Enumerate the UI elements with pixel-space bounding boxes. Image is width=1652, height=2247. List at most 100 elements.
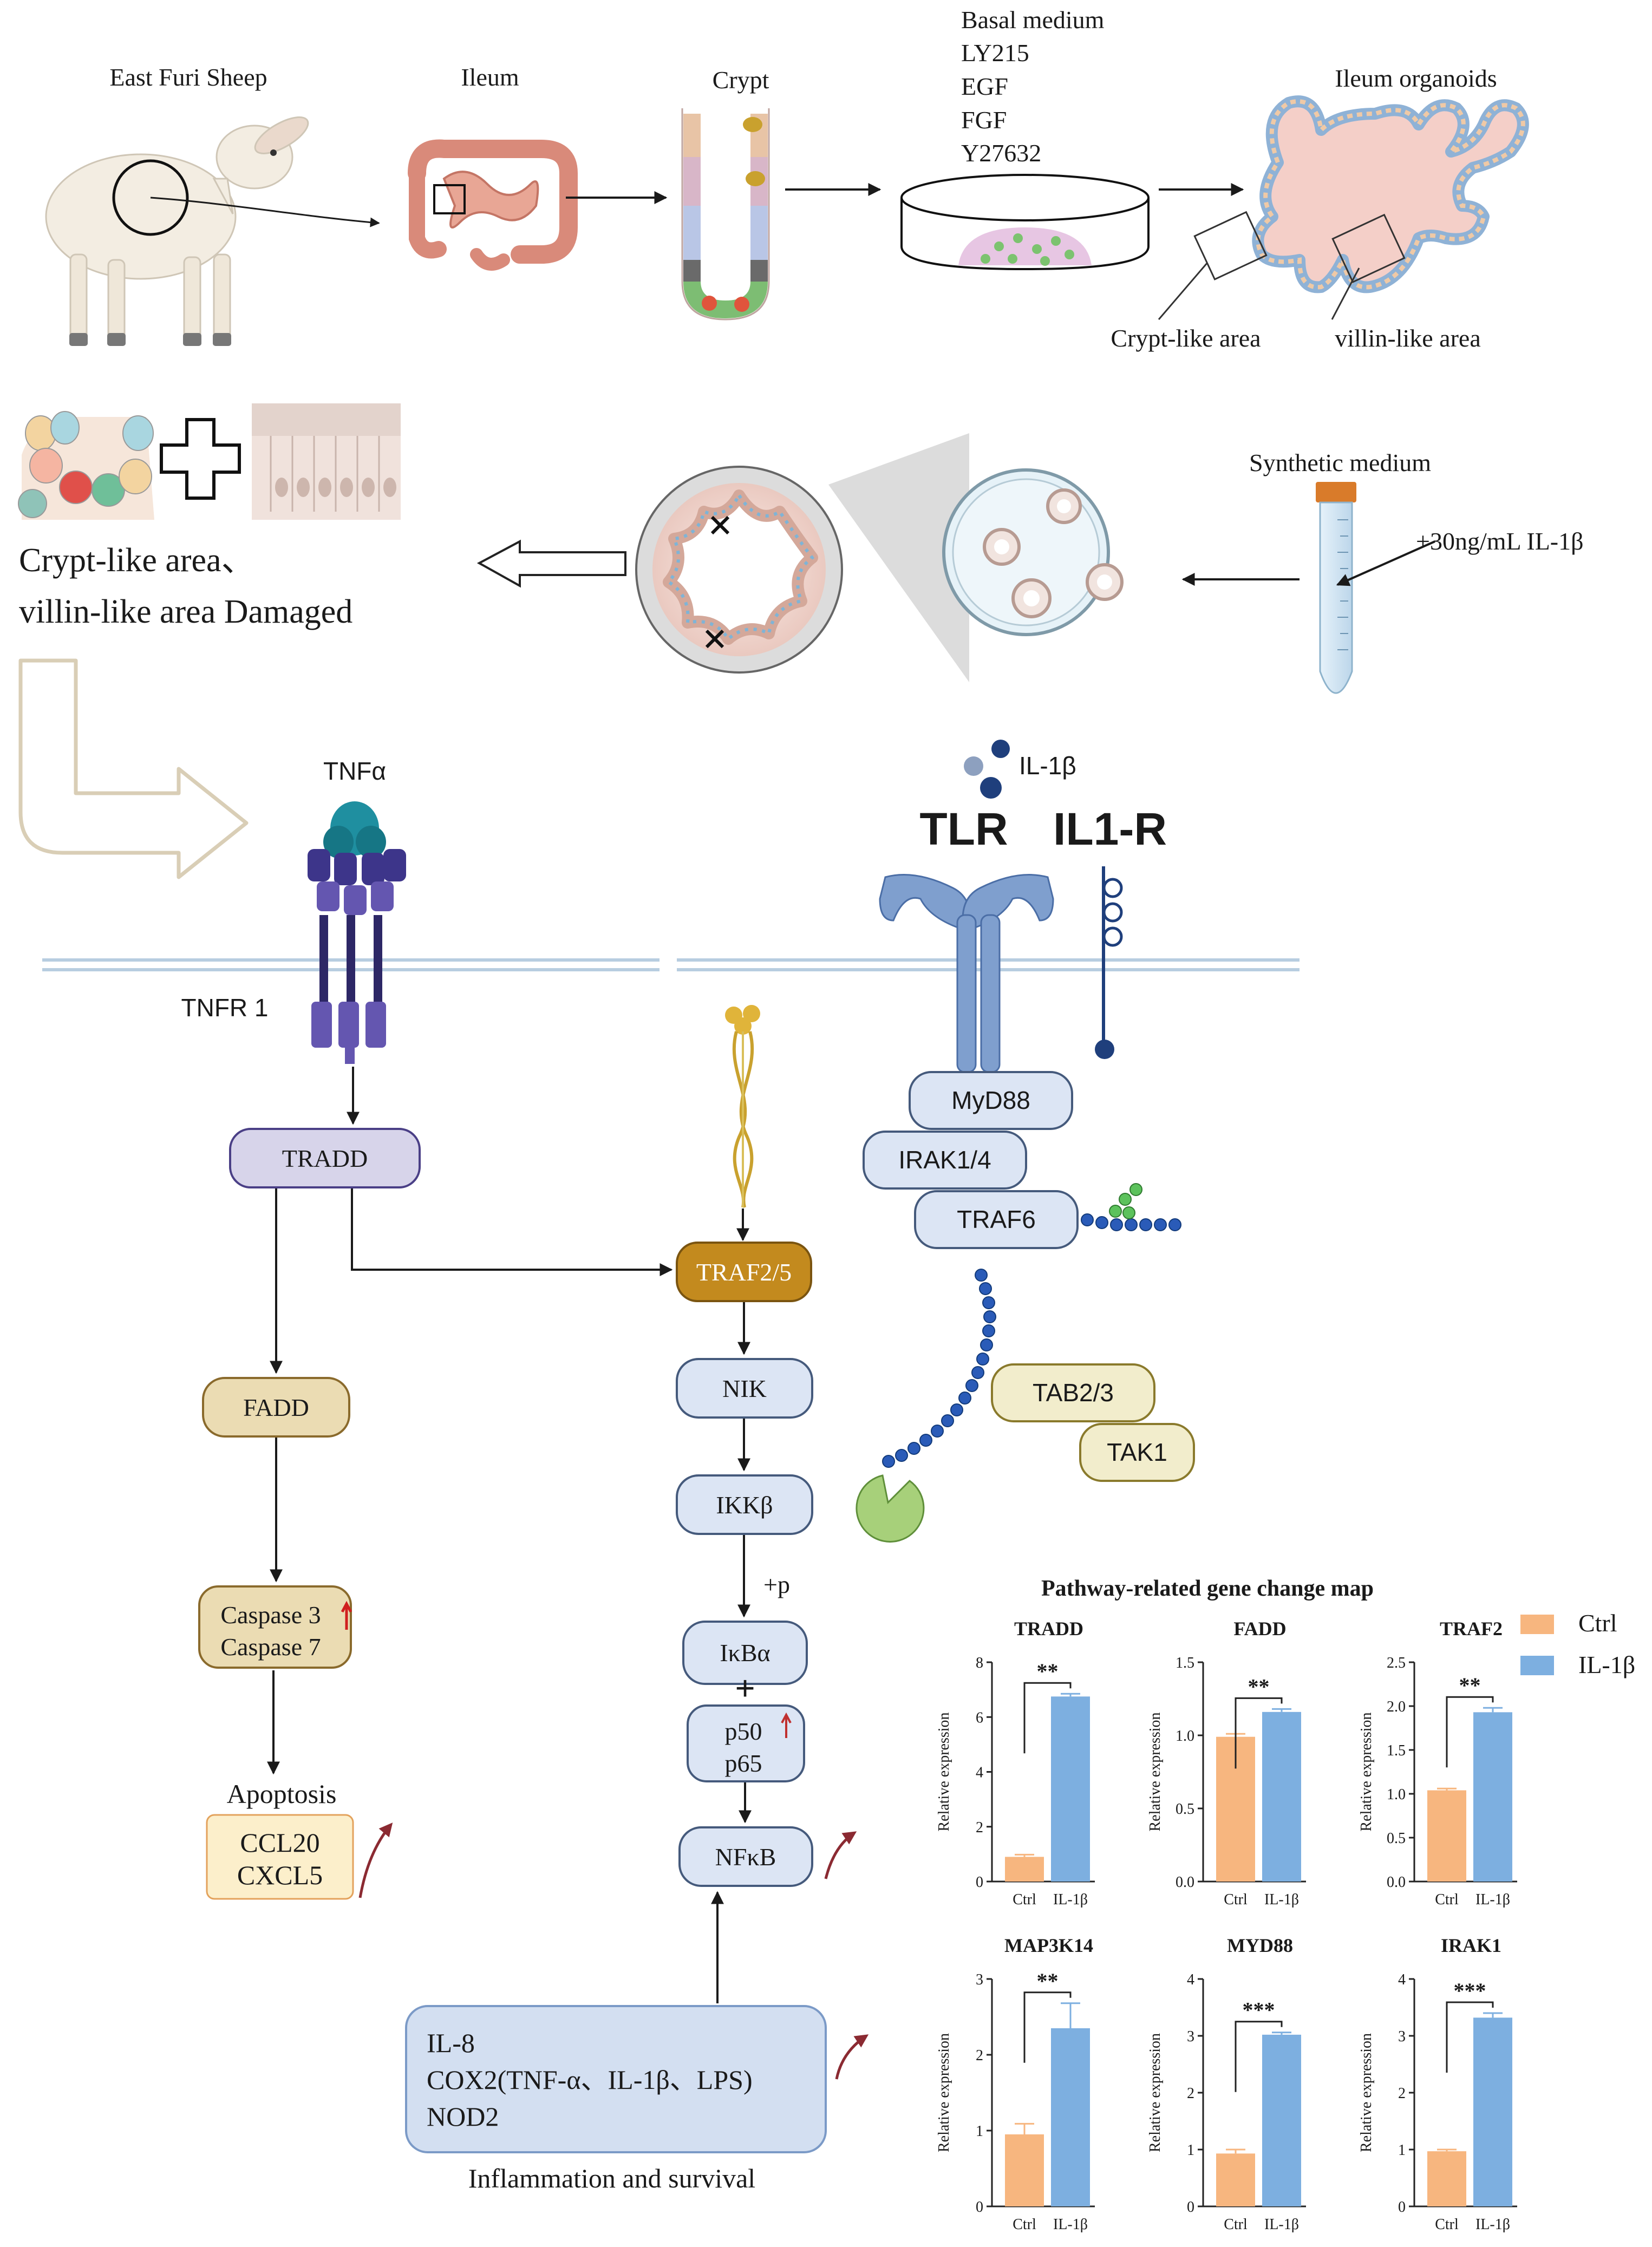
pathway-panel: TNFα TNFR 1 TRADD FAD: [42, 740, 1300, 2193]
caspase-up-arrow-icon: [341, 1601, 352, 1630]
caspase3-label: Caspase 3: [220, 1601, 321, 1629]
apoptosis-label: Apoptosis: [227, 1779, 337, 1809]
tab23-box: [991, 1363, 1155, 1422]
chart-y-tick-label: 0: [1398, 2199, 1406, 2216]
chart-y-tick-label: 0.5: [1176, 1801, 1194, 1818]
chart-x-tick-label: Ctrl: [1435, 1891, 1459, 1908]
chart-significance-bracket: [1023, 1682, 1072, 1754]
chart-bar-il1: [1262, 2034, 1301, 2206]
chart-x-tick-label: Ctrl: [1013, 2216, 1036, 2233]
chart-bar-ctrl: [1216, 2153, 1255, 2206]
chart-significance-label: **: [1037, 1659, 1059, 1683]
caspase7-label: Caspase 7: [220, 1633, 321, 1661]
legend-label-il1b: IL-1β: [1578, 1651, 1635, 1678]
apoptosis-box: [206, 1814, 354, 1900]
tnfr1-label: TNFR 1: [181, 994, 269, 1022]
culture-dish: [900, 174, 1150, 271]
traf25-box: [676, 1242, 812, 1302]
medium-item: Basal medium: [961, 6, 1105, 34]
chart-y-tick-label: 1.5: [1176, 1655, 1194, 1671]
ikba-label: IκBα: [720, 1639, 770, 1667]
chart-gene-title: TRAF2: [1440, 1618, 1503, 1639]
tnfa-label: TNFα: [323, 757, 386, 785]
chart-y-tick-label: 0: [1187, 2199, 1194, 2216]
il1b-dose-label: +30ng/mL IL-1β: [1416, 527, 1584, 555]
legend-label-ctrl: Ctrl: [1578, 1609, 1617, 1637]
chart-y-label: Relative expression: [1358, 2033, 1375, 2152]
petri-dish: [942, 468, 1124, 636]
chart-significance-bracket: [1446, 2001, 1494, 2073]
traf-molecule: [725, 1005, 760, 1208]
tradd-label: TRADD: [282, 1145, 368, 1172]
chart-x-tick-label: IL-1β: [1475, 2216, 1510, 2233]
synthetic-medium-label: Synthetic medium: [1249, 449, 1431, 476]
chart-gene-title: MYD88: [1227, 1935, 1293, 1956]
chart-y-tick-label: 4: [1187, 1971, 1194, 1988]
chart-x-tick-label: IL-1β: [1264, 1891, 1299, 1908]
chart-y-tick-label: 1.0: [1387, 1786, 1406, 1803]
legend-swatch-il1b: [1520, 1656, 1554, 1675]
il1r-receptor: [1095, 866, 1123, 1059]
tak1-label: TAK1: [1107, 1438, 1167, 1466]
chart-x-tick-label: IL-1β: [1053, 1891, 1088, 1908]
chart-y-tick-label: 8: [976, 1655, 983, 1671]
damage-label-line2: villin-like area Damaged: [19, 593, 352, 630]
plus-icon: [160, 418, 241, 500]
chart-y-tick-label: 1: [976, 2123, 983, 2140]
chart-gene-title: FADD: [1233, 1618, 1286, 1639]
chart-bar-il1: [1262, 1712, 1301, 1882]
chart-significance-bracket: [1235, 1697, 1283, 1769]
chart-x-tick-label: Ctrl: [1224, 1891, 1248, 1908]
tradd-to-traf25-arrow: [351, 1188, 673, 1276]
damaged-organoid-zoom: [635, 433, 969, 682]
inflammation-line: IL-8: [427, 2028, 475, 2058]
chart-y-tick-label: 2.5: [1387, 1655, 1406, 1671]
p50-up-arrow-icon: [781, 1712, 792, 1738]
tlr-label: TLR: [919, 804, 1008, 854]
intestine-illustration: [408, 139, 578, 271]
chart-y-tick-label: 0: [976, 2199, 983, 2216]
organoid-illustration: [1158, 95, 1529, 320]
chart-y-label: Relative expression: [936, 1712, 952, 1831]
il1b-ligands: [964, 740, 1010, 799]
chart-y-label: Relative expression: [1147, 1712, 1164, 1831]
falcon-tube: [1316, 482, 1356, 694]
nfkb-label: NFκB: [715, 1843, 776, 1871]
chart-y-tick-label: 4: [976, 1765, 983, 1781]
chart-bar-il1: [1051, 1696, 1090, 1882]
traf6-label: TRAF6: [957, 1205, 1036, 1233]
pacman-protein: [856, 1474, 925, 1543]
sheep-label: East Furi Sheep: [109, 63, 267, 91]
chart-x-tick-label: IL-1β: [1475, 1891, 1510, 1908]
medium-list: Basal medium LY215 EGF FGF Y27632: [961, 6, 1105, 167]
villin-like-label: villin-like area: [1335, 324, 1481, 352]
chart-y-tick-label: 0.0: [1387, 1874, 1406, 1891]
chart-significance-bracket: [1446, 1696, 1494, 1768]
chart-y-tick-label: 1.0: [1176, 1728, 1194, 1745]
chart-y-tick-label: 4: [1398, 1971, 1406, 1988]
inflammation-line: COX2(TNF-α、IL-1β、LPS): [427, 2065, 753, 2095]
il1b-ligand-label: IL-1β: [1019, 752, 1076, 780]
chart-x-tick-label: IL-1β: [1264, 2216, 1299, 2233]
chart-significance-label: ***: [1454, 1978, 1486, 2003]
chart-x-tick-label: IL-1β: [1053, 2216, 1088, 2233]
chart-y-tick-label: 3: [1398, 2028, 1406, 2045]
chart-title: Pathway-related gene change map: [1041, 1576, 1374, 1601]
nik-label: NIK: [722, 1375, 767, 1402]
chart-y-tick-label: 1: [1398, 2142, 1406, 2159]
inflammation-line: NOD2: [427, 2101, 499, 2132]
chart-x-tick-label: Ctrl: [1224, 2216, 1248, 2233]
chart-x-tick-label: Ctrl: [1435, 2216, 1459, 2233]
sheep-illustration: [45, 116, 309, 346]
chart-significance-label: **: [1459, 1673, 1481, 1697]
tradd-box: [229, 1128, 421, 1188]
tlr-receptor: [879, 874, 1054, 1073]
crypt-illustration: [681, 108, 770, 321]
chart-bar-ctrl: [1427, 2151, 1466, 2206]
crypt-cells-image: [18, 403, 157, 522]
ubiquitin-chain: [1081, 1183, 1181, 1231]
irak14-label: IRAK1/4: [898, 1146, 991, 1174]
